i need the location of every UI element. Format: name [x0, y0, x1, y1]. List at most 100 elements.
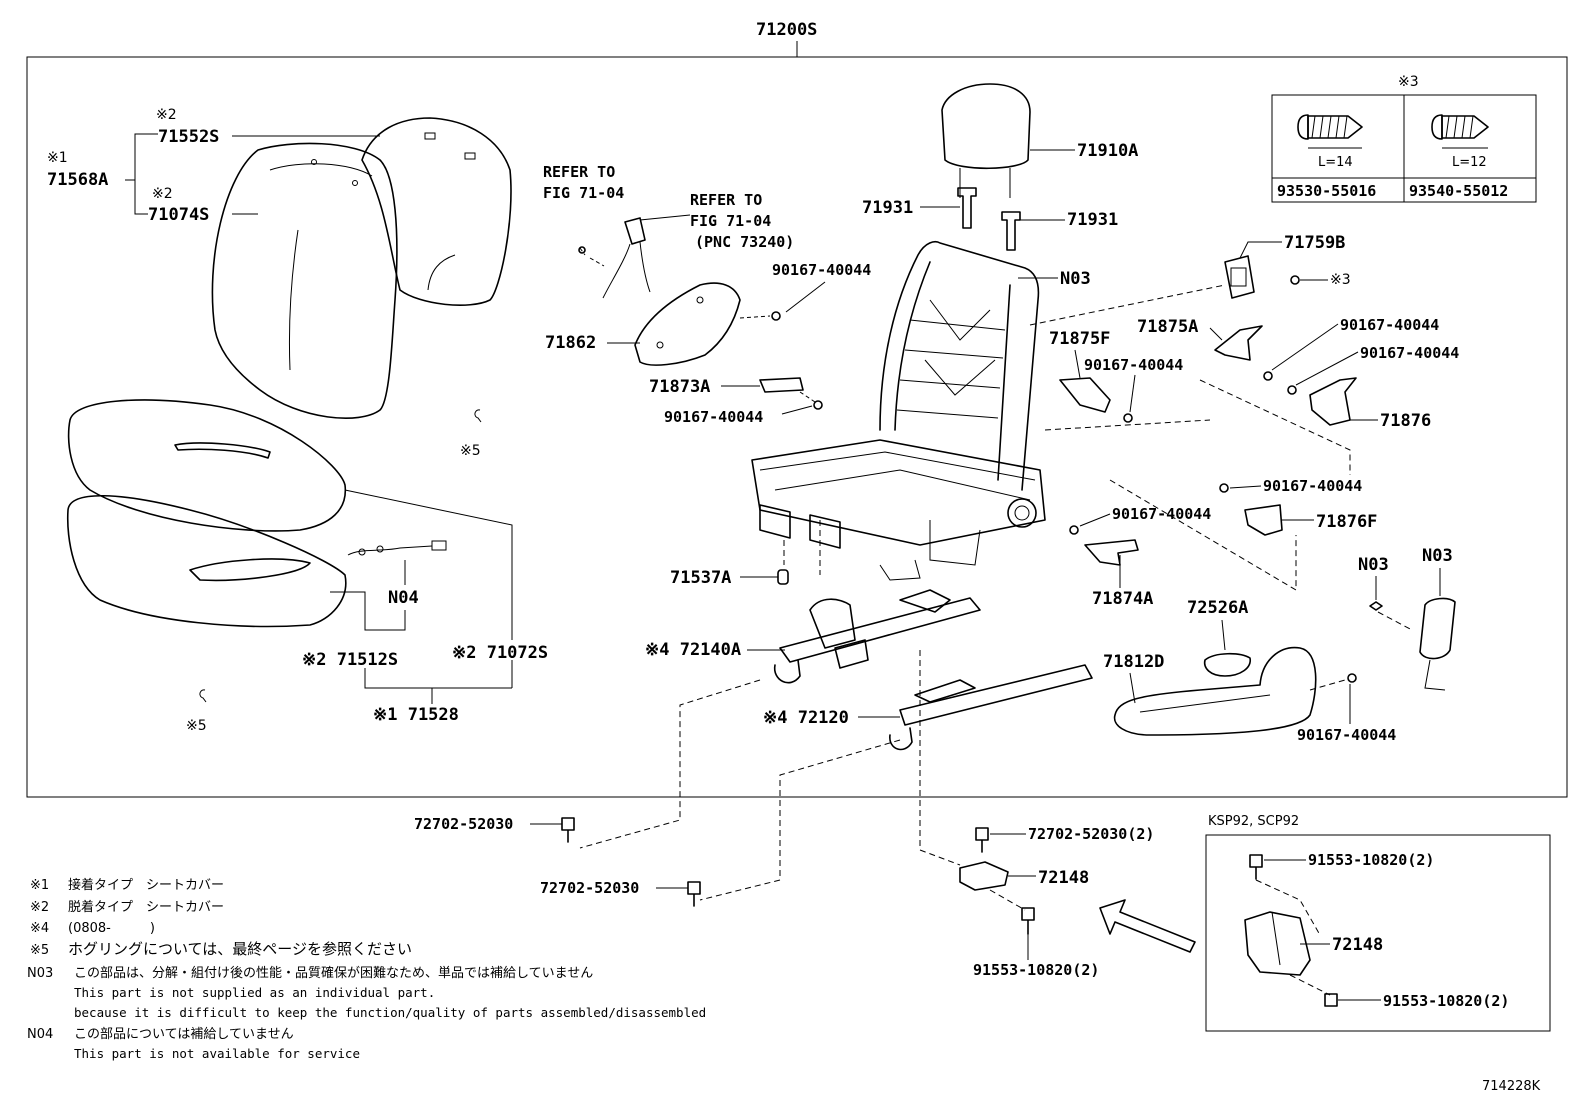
part-90167-e[interactable]: 90167-40044	[1360, 344, 1459, 362]
bolt-icon-8	[1324, 993, 1338, 1007]
part-72140A[interactable]: ※4 72140A	[645, 640, 741, 660]
bracket-72148	[959, 861, 1009, 891]
fastener-length-2: L=12	[1452, 155, 1487, 170]
part-N03-c[interactable]: N03	[1422, 546, 1453, 566]
note-n03-text: この部品は、分解・組付け後の性能・品質確保が困難なため、単品では補給していません	[74, 965, 593, 981]
part-71759B[interactable]: 71759B	[1284, 233, 1345, 253]
fastener-part-2[interactable]: 93540-55012	[1409, 182, 1508, 200]
part-71873A[interactable]: 71873A	[649, 377, 710, 397]
seatback-cover-front	[211, 142, 398, 419]
part-90167-c[interactable]: 90167-40044	[1084, 356, 1183, 374]
refer-to-1-line2[interactable]: FIG 71-04	[543, 184, 624, 202]
seat-heater-wire-icon	[347, 540, 447, 556]
part-91553-b[interactable]: 91553-10820(2)	[1308, 851, 1434, 869]
note-n03-mark: N03	[27, 966, 53, 981]
part-71875F[interactable]: 71875F	[1049, 329, 1110, 349]
note-mark-3b: ※3	[1330, 272, 1351, 288]
part-71074S[interactable]: 71074S	[148, 205, 209, 225]
bolt-icon-6	[1021, 907, 1035, 935]
bolt-icon-5	[975, 827, 989, 853]
fastener-length-1: L=14	[1318, 155, 1353, 170]
part-90167-g[interactable]: 90167-40044	[1112, 505, 1211, 523]
part-N03-b[interactable]: N03	[1358, 555, 1389, 575]
arrow-icon	[1099, 899, 1196, 953]
part-90167-h[interactable]: 90167-40044	[1297, 726, 1396, 744]
armrest-71812D	[1113, 646, 1317, 736]
part-71876F[interactable]: 71876F	[1316, 512, 1377, 532]
part-71875A[interactable]: 71875A	[1137, 317, 1198, 337]
part-71812D[interactable]: 71812D	[1103, 652, 1164, 672]
seatback-cover-rear	[361, 117, 512, 306]
part-71537A[interactable]: 71537A	[670, 568, 731, 588]
bolt-icon-7	[1249, 854, 1263, 880]
switch-71759B	[1224, 255, 1255, 299]
note-4-mark: ※4	[30, 921, 49, 936]
part-72702-a[interactable]: 72702-52030	[414, 815, 513, 833]
screw-l14-icon	[1297, 114, 1363, 149]
part-N03-a[interactable]: N03	[1060, 269, 1091, 289]
note-2-mark: ※2	[30, 900, 49, 915]
note-mark-2b: ※2	[152, 186, 173, 202]
note-mark-5b: ※5	[186, 718, 207, 734]
seat-track-72120	[889, 664, 1093, 751]
note-n04-en1: This part is not available for service	[74, 1046, 360, 1061]
part-91553-c[interactable]: 91553-10820(2)	[1383, 992, 1509, 1010]
refer-to-1-line1[interactable]: REFER TO	[543, 163, 615, 181]
part-90167-f[interactable]: 90167-40044	[1263, 477, 1362, 495]
note-mark-2a: ※2	[156, 107, 177, 123]
part-72526A[interactable]: 72526A	[1187, 598, 1248, 618]
part-71528[interactable]: ※1 71528	[373, 705, 459, 725]
note-2-text: 脱着タイプ シートカバー	[68, 899, 224, 915]
refer-to-2-line3[interactable]: (PNC 73240)	[695, 233, 794, 251]
part-71931-b[interactable]: 71931	[1067, 210, 1118, 230]
part-71931-a[interactable]: 71931	[862, 198, 913, 218]
seat-belt-buckle-icon	[578, 217, 651, 299]
note-1-text: 接着タイプ シートカバー	[68, 877, 224, 893]
trim-71876	[1309, 377, 1357, 426]
note-5-mark: ※5	[30, 943, 49, 958]
note-n03-en1: This part is not supplied as an individu…	[74, 985, 435, 1000]
bolt-icon-2	[799, 391, 823, 410]
fastener-part-1[interactable]: 93530-55016	[1277, 182, 1376, 200]
part-72148-b[interactable]: 72148	[1332, 935, 1383, 955]
part-91553-a[interactable]: 91553-10820(2)	[973, 961, 1099, 979]
note-n04-mark: N04	[27, 1027, 53, 1042]
seat-frame	[751, 240, 1046, 581]
fastener-table-mark: ※3	[1398, 74, 1419, 90]
note-1-mark: ※1	[30, 878, 49, 893]
note-n03-en2: because it is difficult to keep the func…	[74, 1005, 706, 1020]
part-71862[interactable]: 71862	[545, 333, 596, 353]
inset-frame	[1205, 834, 1551, 1032]
assembly-frame	[26, 56, 1568, 798]
part-90167-d[interactable]: 90167-40044	[1340, 316, 1439, 334]
part-71072S[interactable]: ※2 71072S	[452, 643, 548, 663]
part-71512S[interactable]: ※2 71512S	[302, 650, 398, 670]
assembly-number[interactable]: 71200S	[756, 20, 817, 40]
note-n04-text: この部品については補給していません	[74, 1027, 294, 1042]
fastener-table: ※3 L=14 L=12 93530-55016 93540-55012	[1271, 74, 1537, 203]
part-N04[interactable]: N04	[388, 588, 419, 608]
note-mark-5a: ※5	[460, 443, 481, 459]
part-72120[interactable]: ※4 72120	[763, 708, 849, 728]
part-72148-a[interactable]: 72148	[1038, 868, 1089, 888]
part-71876[interactable]: 71876	[1380, 411, 1431, 431]
refer-to-2-line1[interactable]: REFER TO	[690, 191, 762, 209]
refer-to-2-line2[interactable]: FIG 71-04	[690, 212, 771, 230]
part-72702-c[interactable]: 72702-52030	[540, 879, 639, 897]
part-90167-a[interactable]: 90167-40044	[772, 261, 871, 279]
part-71568A[interactable]: 71568A	[47, 170, 108, 190]
bracket-72148-inset	[1244, 911, 1311, 976]
figure-code: 714228K	[1482, 1079, 1541, 1094]
part-71874A[interactable]: 71874A	[1092, 589, 1153, 609]
hog-ring-icon-2	[199, 689, 207, 703]
screw-l12-icon	[1431, 114, 1489, 149]
part-71910A[interactable]: 71910A	[1077, 141, 1138, 161]
note-5-text: ホグリングについては、最終ページを参照ください	[68, 940, 412, 958]
note-mark-1: ※1	[47, 150, 68, 166]
part-90167-b[interactable]: 90167-40044	[664, 408, 763, 426]
cushion-cover-upper	[67, 399, 347, 532]
part-71552S[interactable]: 71552S	[158, 127, 219, 147]
part-72702-b[interactable]: 72702-52030(2)	[1028, 825, 1154, 843]
hog-ring-icon	[474, 409, 482, 423]
